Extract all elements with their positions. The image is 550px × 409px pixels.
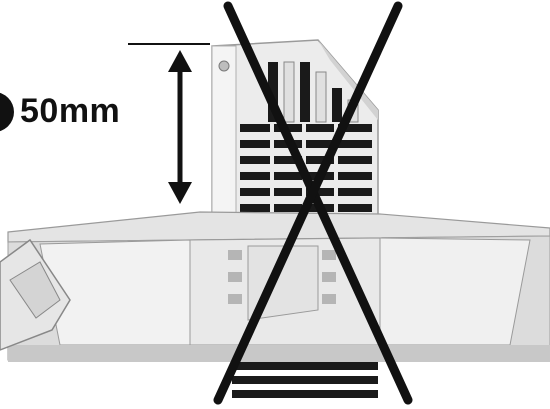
cross-out-icon [213, 1, 413, 405]
bottom-vent-grille [232, 362, 378, 398]
measurement-label: 50mm [20, 92, 121, 130]
foot-bracket [0, 238, 71, 351]
screw-icon [218, 60, 230, 72]
arrow-down-icon [168, 182, 192, 204]
arrow-up-icon [168, 50, 192, 72]
measurement-indicator [128, 43, 210, 204]
heater-body [211, 39, 379, 217]
step-marker-circle [0, 92, 14, 132]
base-tray [0, 211, 550, 398]
